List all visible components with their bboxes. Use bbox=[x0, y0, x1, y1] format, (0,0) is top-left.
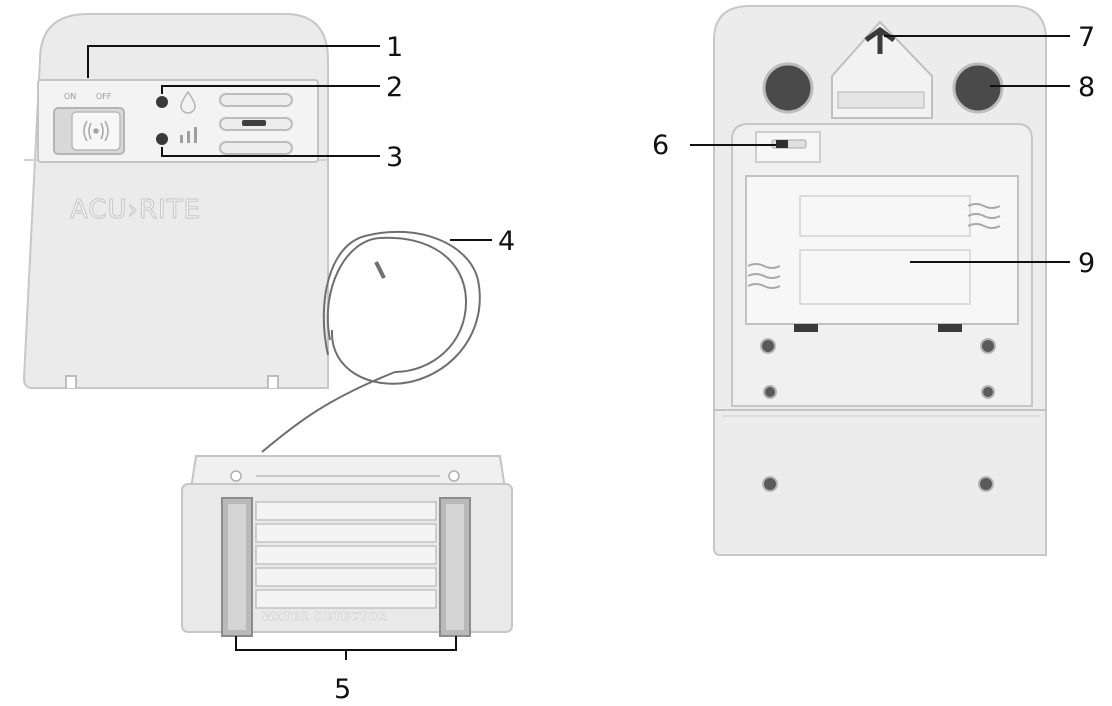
brand-logo: ACU›RITE bbox=[70, 195, 201, 225]
callout-6: 6 bbox=[652, 130, 669, 161]
water-detector: WATER DETECTOR bbox=[181, 455, 513, 637]
water-indicator-light bbox=[156, 96, 168, 108]
signal-indicator-light bbox=[156, 133, 168, 145]
callout-4: 4 bbox=[498, 226, 515, 257]
callout-3: 3 bbox=[386, 142, 403, 173]
screws bbox=[760, 338, 996, 492]
water-drop-icon bbox=[180, 90, 196, 114]
callout-2: 2 bbox=[386, 72, 403, 103]
switch-off-label: OFF bbox=[96, 92, 112, 101]
sensor-cable bbox=[261, 230, 481, 453]
callout-leaders bbox=[87, 35, 1070, 660]
sensor-back-view bbox=[713, 5, 1047, 556]
mounting-holes bbox=[762, 62, 1004, 114]
switch-on-label: ON bbox=[64, 92, 76, 101]
on-off-switch[interactable] bbox=[53, 107, 125, 155]
callout-labels: 1 2 3 4 5 6 7 8 9 bbox=[334, 22, 1095, 705]
detector-ribs bbox=[255, 501, 437, 609]
channel-switch[interactable] bbox=[755, 131, 821, 163]
callout-5: 5 bbox=[334, 674, 351, 705]
callout-8: 8 bbox=[1078, 72, 1095, 103]
battery-compartment bbox=[745, 175, 1019, 332]
callout-1: 1 bbox=[386, 32, 403, 63]
signal-bars-icon bbox=[180, 127, 197, 143]
sensor-front-view: ON OFF ACU›RITE bbox=[22, 13, 329, 389]
signal-icon bbox=[83, 120, 109, 142]
detector-label: WATER DETECTOR bbox=[262, 610, 388, 623]
speaker-vents bbox=[219, 93, 293, 155]
callout-9: 9 bbox=[1078, 248, 1095, 279]
callout-7: 7 bbox=[1078, 22, 1095, 53]
